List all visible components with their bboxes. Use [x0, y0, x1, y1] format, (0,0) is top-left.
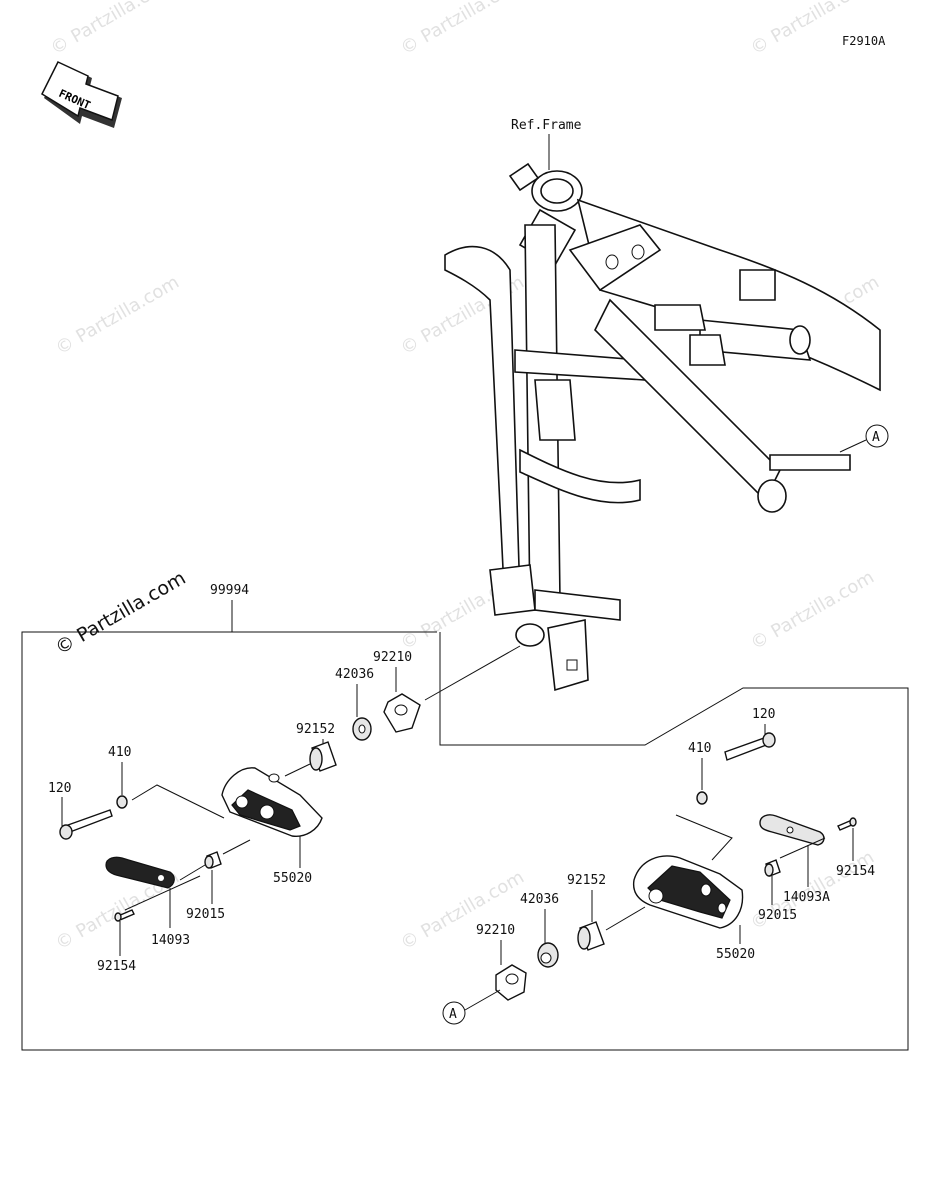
- kit-outline: [21, 631, 909, 1051]
- part-number-14093A: 14093A: [783, 890, 830, 905]
- part-number-92015: 92015: [186, 907, 225, 922]
- collar-92015-right: [764, 859, 781, 877]
- part-number-120-right: 120: [752, 707, 775, 722]
- washer-410-right: [696, 791, 708, 805]
- watermark: © Partzilla.com: [747, 567, 878, 655]
- washer-410: [116, 795, 128, 809]
- part-number-92152: 92152: [296, 722, 335, 737]
- callout-a-lower-label: A: [449, 1007, 457, 1022]
- part-number-42036: 42036: [335, 667, 374, 682]
- callout-a-label: A: [872, 430, 880, 445]
- left-slider-assembly: 120 410 55020 92152 42036: [48, 650, 421, 974]
- bolt-120: [59, 809, 113, 840]
- plate-14093: [105, 856, 175, 889]
- watermark: © Partzilla.com: [747, 0, 878, 59]
- part-number-92154-right: 92154: [836, 864, 875, 879]
- nut-92210: [383, 693, 421, 733]
- spacer-42036-right: [537, 942, 559, 968]
- collar-92152-right: [577, 921, 605, 951]
- nut-92210-right: [495, 964, 527, 1001]
- callout-a-lower: [442, 1001, 466, 1025]
- part-number-92210: 92210: [373, 650, 412, 665]
- watermark: © Partzilla.com: [397, 867, 528, 955]
- ref-frame-label: Ref.Frame: [511, 118, 582, 133]
- part-number-55020: 55020: [273, 871, 312, 886]
- watermark: © Partzilla.com: [47, 0, 178, 59]
- part-number-92152-right: 92152: [567, 873, 606, 888]
- part-number-120: 120: [48, 781, 71, 796]
- bolt-120-right: [724, 732, 776, 761]
- watermark: © Partzilla.com: [397, 0, 528, 59]
- collar-92152: [309, 741, 337, 772]
- slider-55020-right: [632, 855, 744, 929]
- right-slider-assembly: 120 410 14093A 92154 92015: [442, 707, 875, 1025]
- screw-92154-right: [837, 817, 857, 831]
- part-number-92015-right: 92015: [758, 908, 797, 923]
- part-number-14093: 14093: [151, 933, 190, 948]
- screw-92154: [114, 909, 135, 922]
- part-number-92210-right: 92210: [476, 923, 515, 938]
- part-number-410-right: 410: [688, 741, 711, 756]
- motorcycle-frame: [444, 162, 881, 692]
- part-number-55020-right: 55020: [716, 947, 755, 962]
- plate-14093A: [759, 814, 825, 846]
- spacer-42036: [352, 717, 372, 741]
- watermark-dark: © Partzilla.com: [52, 567, 190, 659]
- part-number-42036-right: 42036: [520, 892, 559, 907]
- watermark: © Partzilla.com: [52, 272, 183, 360]
- collar-92015: [204, 851, 222, 869]
- slider-55020: [221, 767, 323, 837]
- part-number-92154: 92154: [97, 959, 136, 974]
- front-arrow-icon: FRONT: [41, 61, 122, 128]
- part-number-410: 410: [108, 745, 131, 760]
- kit-number: 99994: [210, 583, 249, 598]
- diagram-code: F2910A: [842, 34, 886, 48]
- callout-a: [865, 424, 889, 448]
